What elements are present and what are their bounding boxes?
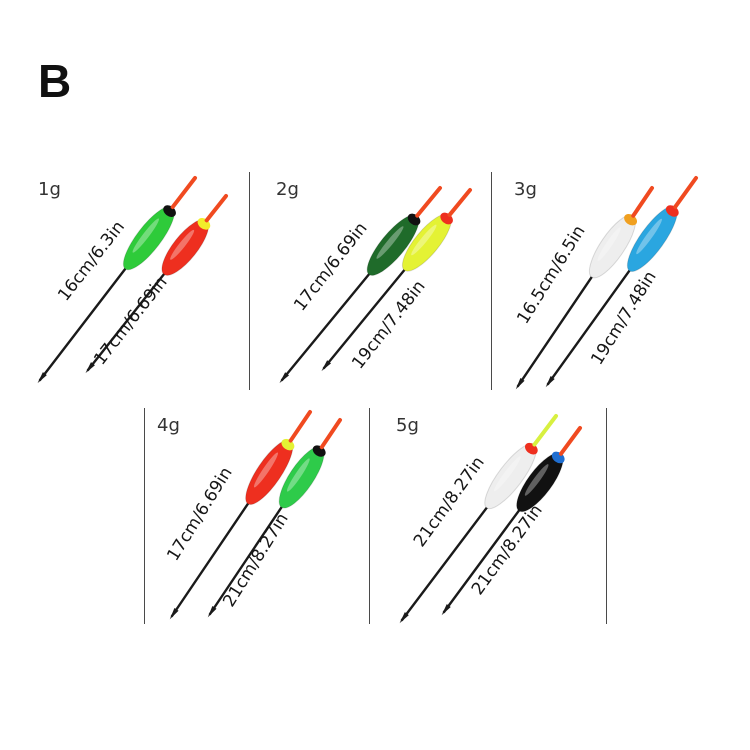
float-stem	[208, 506, 283, 616]
panel-divider	[606, 408, 607, 624]
panel-weight-label: 3g	[514, 179, 537, 200]
panel-divider	[249, 172, 250, 390]
float-tail-tip	[545, 376, 555, 388]
float-stem	[516, 275, 593, 388]
float-highlight	[132, 218, 160, 253]
float-antenna	[558, 426, 582, 456]
float-tail-tip	[279, 372, 290, 384]
float-stem	[280, 273, 371, 382]
panel-divider	[491, 172, 492, 390]
float-highlight	[524, 464, 549, 496]
float-stem	[322, 268, 406, 370]
float-length-label: 17cm/6.69in	[163, 464, 236, 565]
float-highlight	[376, 226, 404, 259]
float-tail-tip	[207, 605, 217, 618]
float-tail-tip	[321, 360, 332, 372]
float-tail-tip	[169, 607, 179, 620]
float-antenna	[170, 176, 197, 210]
float-tail-tip	[85, 362, 95, 374]
float: 21cm/8.27in	[441, 426, 582, 616]
float-tail-tip	[515, 377, 525, 390]
float-stem	[38, 267, 127, 382]
float-antenna	[319, 418, 342, 450]
float-length-label: 16.5cm/6.5in	[513, 222, 589, 328]
float-highlight	[411, 224, 437, 256]
float-length-label: 16cm/6.3in	[54, 217, 129, 305]
float-stem	[442, 509, 520, 614]
variant-letter: B	[38, 55, 72, 107]
float-length-label: 19cm/7.48in	[587, 268, 660, 369]
float-antenna	[288, 410, 312, 443]
panel-weight-label: 1g	[38, 179, 61, 200]
float-highlight	[286, 458, 310, 492]
float: 19cm/7.48in	[545, 176, 698, 388]
float-antenna	[673, 176, 698, 209]
float-highlight	[636, 218, 662, 255]
float-stem	[546, 269, 631, 386]
float-highlight	[253, 452, 279, 488]
float-highlight	[597, 227, 621, 262]
float-tail-tip	[37, 372, 47, 384]
float-antenna	[532, 414, 558, 447]
panel-divider	[144, 408, 145, 624]
float-antenna	[631, 186, 654, 218]
float-antenna	[447, 188, 472, 217]
float-highlight	[170, 229, 195, 260]
float: 19cm/7.48in	[321, 188, 472, 373]
float-stem	[170, 502, 250, 618]
float-tail-tip	[441, 604, 451, 616]
panel-weight-label: 2g	[276, 179, 299, 200]
float-stem	[86, 273, 166, 372]
float-length-label: 17cm/6.69in	[290, 219, 371, 315]
float-antenna	[415, 186, 442, 218]
float-tail-tip	[399, 612, 409, 624]
float-highlight	[494, 456, 521, 492]
float-length-label: 21cm/8.27in	[219, 510, 292, 611]
float-length-label: 17cm/6.69in	[90, 273, 171, 369]
panel-divider	[369, 408, 370, 624]
float-stem	[400, 506, 488, 622]
panel-weight-label: 5g	[396, 415, 419, 436]
float-antenna	[204, 194, 228, 223]
float-length-label: 21cm/8.27in	[410, 453, 489, 551]
panel-weight-label: 4g	[157, 415, 180, 436]
